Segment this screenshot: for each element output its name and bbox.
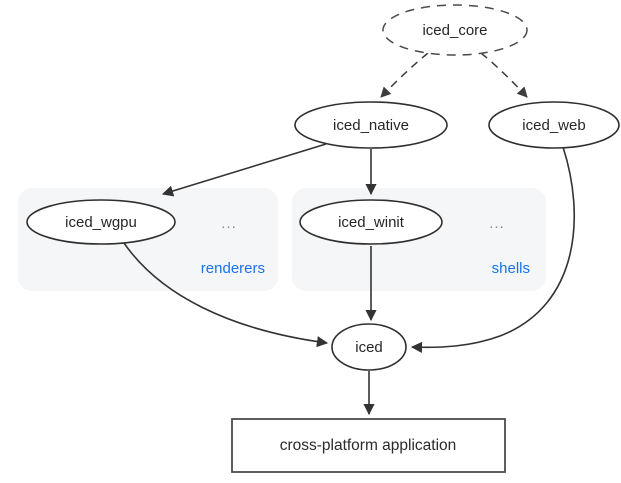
node-iced-winit[interactable]: iced_winit: [299, 199, 443, 245]
node-iced-native-shape[interactable]: [294, 101, 448, 149]
node-iced-core[interactable]: iced_core: [382, 4, 528, 56]
edge-iced-core-to-iced-web: [480, 52, 528, 98]
node-iced-winit-shape[interactable]: [299, 199, 443, 245]
node-iced[interactable]: iced: [331, 323, 407, 371]
node-iced-core-label: iced_core: [422, 22, 487, 39]
cluster-renderers-label: renderers: [201, 260, 265, 277]
node-iced-wgpu[interactable]: iced_wgpu: [26, 199, 176, 245]
node-iced-native-label: iced_native: [333, 117, 409, 134]
node-iced-web-label: iced_web: [522, 117, 585, 134]
edge-iced-web-to-iced: [410, 146, 576, 353]
edge-iced-native-to-iced-wgpu: [161, 143, 327, 197]
edge-iced-core-to-iced-native: [380, 52, 429, 98]
node-iced-wgpu-shape[interactable]: [26, 199, 176, 245]
node-iced-wgpu-label: iced_wgpu: [65, 214, 137, 231]
node-iced-label: iced: [355, 339, 383, 356]
cluster-renderers-ellipsis: ...: [221, 215, 237, 232]
cluster-shells-ellipsis: ...: [489, 215, 505, 232]
node-cross-platform-application-shape[interactable]: [231, 418, 506, 473]
node-cross-platform-application[interactable]: cross-platform application: [231, 418, 506, 473]
node-iced-winit-label: iced_winit: [338, 214, 405, 231]
node-cross-platform-application-label: cross-platform application: [280, 437, 457, 454]
edge-iced-wgpu-to-iced: [123, 242, 329, 348]
node-iced-web-shape[interactable]: [488, 101, 620, 149]
node-iced-native[interactable]: iced_native: [294, 101, 448, 149]
edge-layer: [123, 52, 576, 416]
cluster-shells-label: shells: [492, 260, 530, 277]
node-iced-web[interactable]: iced_web: [488, 101, 620, 149]
node-iced-core-shape[interactable]: [382, 4, 528, 56]
node-iced-shape[interactable]: [331, 323, 407, 371]
